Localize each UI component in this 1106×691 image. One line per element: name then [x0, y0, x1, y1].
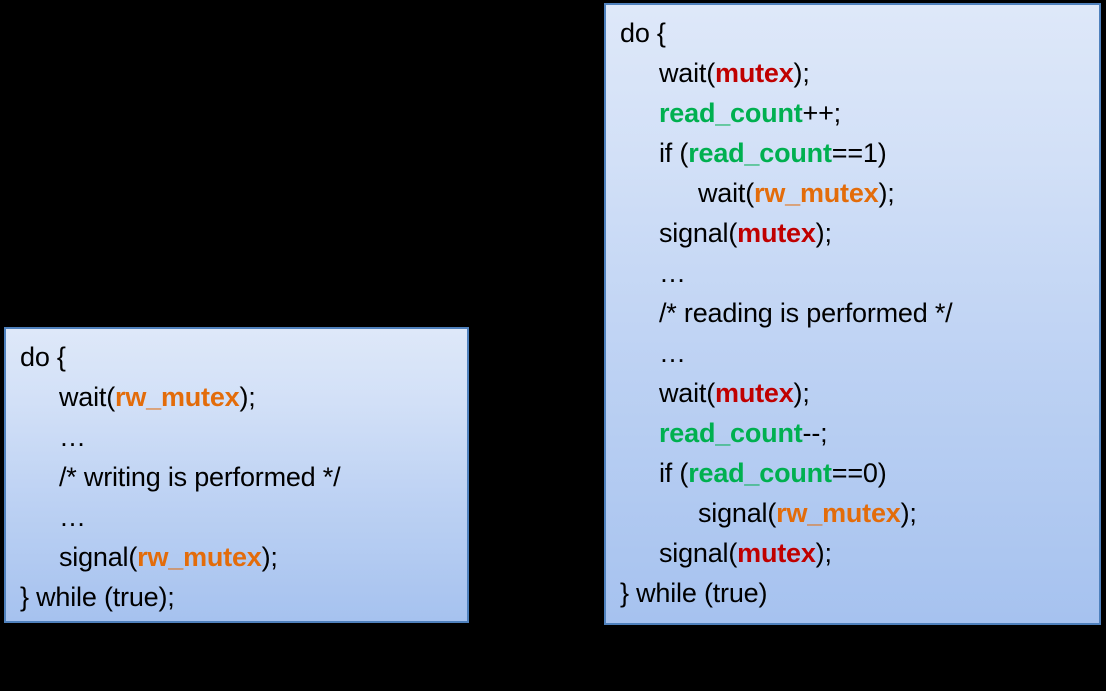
code-token-plain: );	[261, 542, 278, 572]
code-line: …	[620, 333, 1089, 373]
code-token-plain: signal(	[698, 498, 777, 528]
code-token-read_count: read_count	[659, 418, 803, 448]
code-token-plain: …	[659, 258, 686, 288]
code-line: do {	[620, 13, 1089, 53]
code-line: …	[20, 497, 457, 537]
code-token-plain: );	[900, 498, 917, 528]
code-token-plain: );	[793, 378, 810, 408]
code-line: signal(mutex);	[620, 213, 1089, 253]
code-line: if (read_count==1)	[620, 133, 1089, 173]
code-token-plain: --;	[802, 418, 828, 448]
code-line: signal(rw_mutex);	[620, 493, 1089, 533]
code-line: wait(mutex);	[620, 53, 1089, 93]
code-token-plain: wait(	[659, 378, 716, 408]
code-token-plain: wait(	[659, 58, 716, 88]
code-line: /* reading is performed */	[620, 293, 1089, 333]
code-line: read_count++;	[620, 93, 1089, 133]
code-token-plain: );	[815, 218, 832, 248]
code-token-rw_mutex: rw_mutex	[754, 178, 879, 208]
code-line: wait(rw_mutex);	[20, 377, 457, 417]
code-token-plain: ++;	[802, 98, 842, 128]
code-line: read_count--;	[620, 413, 1089, 453]
code-line: if (read_count==0)	[620, 453, 1089, 493]
code-token-plain: …	[59, 502, 86, 532]
code-token-plain: do {	[20, 342, 66, 372]
code-line: …	[620, 253, 1089, 293]
code-line: } while (true);	[20, 577, 457, 617]
code-token-mutex: mutex	[715, 378, 794, 408]
code-token-plain: ==1)	[831, 138, 887, 168]
code-token-plain: } while (true)	[620, 578, 768, 608]
writer-process-code-box: do {wait(rw_mutex);…/* writing is perfor…	[4, 327, 469, 623]
code-token-mutex: mutex	[715, 58, 794, 88]
code-token-read_count: read_count	[688, 138, 832, 168]
code-line: } while (true)	[620, 573, 1089, 613]
code-token-plain: );	[239, 382, 256, 412]
code-token-plain: wait(	[59, 382, 116, 412]
code-token-mutex: mutex	[737, 218, 816, 248]
code-token-plain: signal(	[659, 218, 738, 248]
code-token-plain: …	[659, 338, 686, 368]
code-token-rw_mutex: rw_mutex	[776, 498, 901, 528]
code-token-plain: signal(	[659, 538, 738, 568]
code-token-plain: );	[793, 58, 810, 88]
code-token-plain: ==0)	[831, 458, 887, 488]
code-token-plain: } while (true);	[20, 582, 175, 612]
code-line: signal(mutex);	[620, 533, 1089, 573]
code-line: /* writing is performed */	[20, 457, 457, 497]
code-token-plain: /* reading is performed */	[659, 298, 953, 328]
code-token-plain: if (	[659, 458, 689, 488]
code-token-plain: /* writing is performed */	[59, 462, 341, 492]
code-token-rw_mutex: rw_mutex	[137, 542, 262, 572]
code-token-plain: wait(	[698, 178, 755, 208]
code-line: signal(rw_mutex);	[20, 537, 457, 577]
code-line: wait(rw_mutex);	[620, 173, 1089, 213]
code-token-plain: );	[878, 178, 895, 208]
code-line: do {	[20, 337, 457, 377]
code-line: wait(mutex);	[620, 373, 1089, 413]
code-token-plain: if (	[659, 138, 689, 168]
code-token-rw_mutex: rw_mutex	[115, 382, 240, 412]
code-token-plain: signal(	[59, 542, 138, 572]
code-token-plain: do {	[620, 18, 666, 48]
code-token-plain: );	[815, 538, 832, 568]
code-line: …	[20, 417, 457, 457]
code-token-read_count: read_count	[659, 98, 803, 128]
code-token-mutex: mutex	[737, 538, 816, 568]
code-token-read_count: read_count	[688, 458, 832, 488]
reader-process-code-box: do {wait(mutex);read_count++;if (read_co…	[604, 3, 1101, 625]
code-token-plain: …	[59, 422, 86, 452]
